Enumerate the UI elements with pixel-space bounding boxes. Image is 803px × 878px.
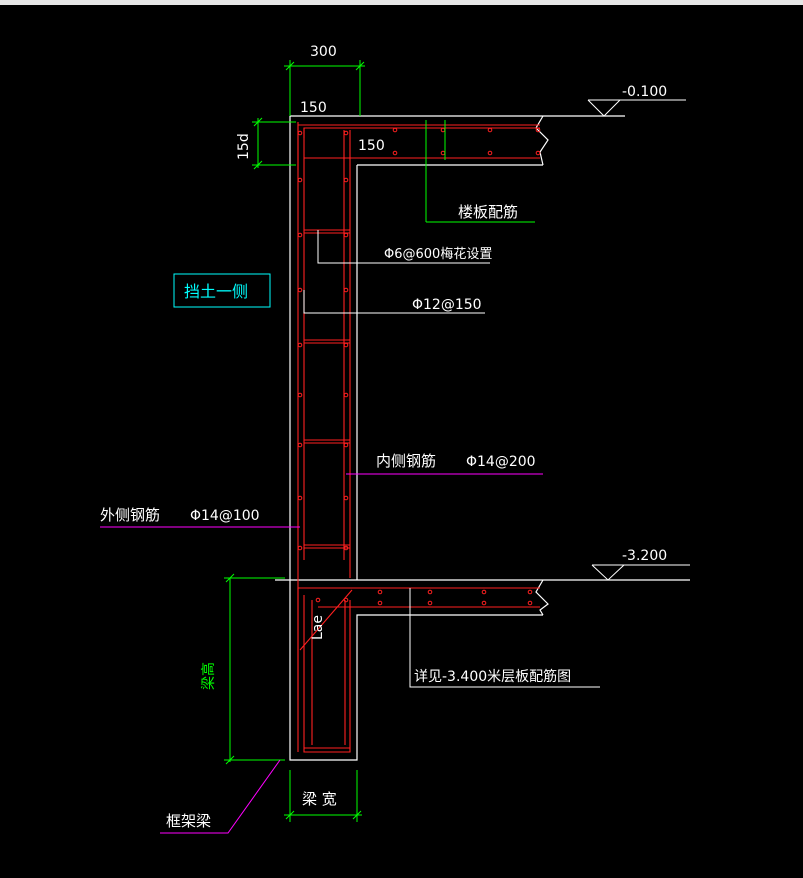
dim-slab-anchor: 150 xyxy=(358,138,385,154)
soil-side-box xyxy=(173,273,271,308)
rebar-dots xyxy=(297,127,541,606)
dim-top-width: 300 xyxy=(310,44,337,60)
elevation-bottom: -3.200 xyxy=(622,548,667,564)
detail-ref-label: 详见-3.400米层板配筋图 xyxy=(414,668,571,685)
elevation-top: -0.100 xyxy=(622,84,667,100)
dim-hook-length: 15d xyxy=(236,133,252,160)
beam-height-label: 梁高 xyxy=(200,662,217,690)
inner-rebar-value: Φ14@200 xyxy=(466,454,536,470)
dimension-lines xyxy=(224,60,535,822)
tie-bar-label: Φ6@600梅花设置 xyxy=(384,246,492,262)
soil-side-label: 挡土一侧 xyxy=(184,282,248,301)
window-top-edge xyxy=(0,0,803,5)
leader-lines xyxy=(303,99,690,688)
outer-rebar-value: Φ14@100 xyxy=(190,508,260,524)
beam-width-label: 梁 宽 xyxy=(302,790,337,808)
dim-top-cover: 150 xyxy=(300,100,327,116)
inner-rebar-label: 内侧钢筋 xyxy=(376,452,436,470)
dist-bar-label: Φ12@150 xyxy=(412,297,482,313)
magenta-leaders xyxy=(100,473,543,834)
lae-label: Lae xyxy=(310,615,326,640)
slab-rebar-label: 楼板配筋 xyxy=(458,203,518,221)
frame-beam-label: 框架梁 xyxy=(166,812,211,830)
outer-rebar-label: 外侧钢筋 xyxy=(100,506,160,524)
concrete-outline xyxy=(275,115,690,761)
